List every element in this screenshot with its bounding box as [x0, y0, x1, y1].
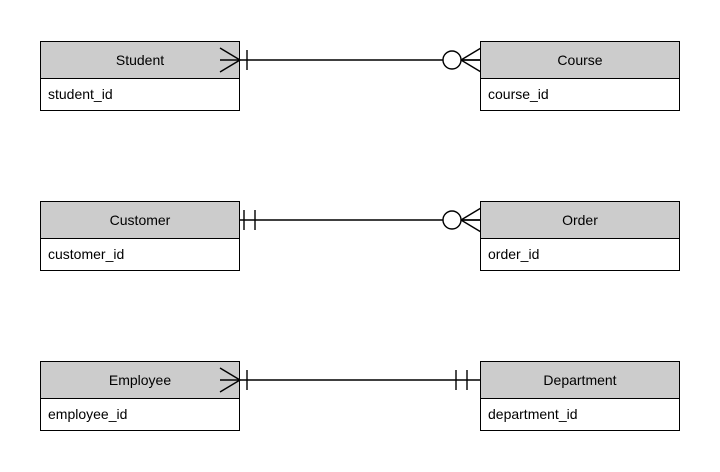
entity-order-attribute: order_id [481, 239, 679, 270]
entity-customer-name: Customer [41, 202, 239, 239]
entity-customer[interactable]: Customer customer_id [40, 201, 240, 271]
entity-course-name: Course [481, 42, 679, 79]
entity-student[interactable]: Student student_id [40, 41, 240, 111]
entity-employee[interactable]: Employee employee_id [40, 361, 240, 431]
relationship-employee-department: Employee employee_id De [0, 361, 720, 433]
connector-employee-department [219, 361, 490, 407]
cardinality-symbol-exactly-one-left [243, 210, 256, 230]
relationship-student-course: Student student_id [0, 41, 720, 113]
entity-student-name: Student [41, 42, 239, 79]
entity-employee-attribute: employee_id [41, 399, 239, 430]
entity-department-name: Department [481, 362, 679, 399]
entity-student-attribute: student_id [41, 79, 239, 110]
cardinality-symbol-one-or-many-left [219, 47, 248, 73]
relationship-customer-order: Customer customer_id Or [0, 201, 720, 273]
entity-employee-name: Employee [41, 362, 239, 399]
entity-course[interactable]: Course course_id [480, 41, 680, 111]
connector-customer-order [230, 201, 490, 247]
entity-department-attribute: department_id [481, 399, 679, 430]
cardinality-symbol-exactly-one-right [455, 370, 468, 390]
cardinality-symbol-zero-or-many-right [442, 207, 482, 233]
entity-order[interactable]: Order order_id [480, 201, 680, 271]
entity-customer-attribute: customer_id [41, 239, 239, 270]
entity-department[interactable]: Department department_id [480, 361, 680, 431]
entity-order-name: Order [481, 202, 679, 239]
connector-student-course [219, 41, 490, 87]
cardinality-symbol-one-or-many-left [219, 367, 248, 393]
entity-course-attribute: course_id [481, 79, 679, 110]
cardinality-symbol-zero-or-many-right [442, 47, 482, 73]
